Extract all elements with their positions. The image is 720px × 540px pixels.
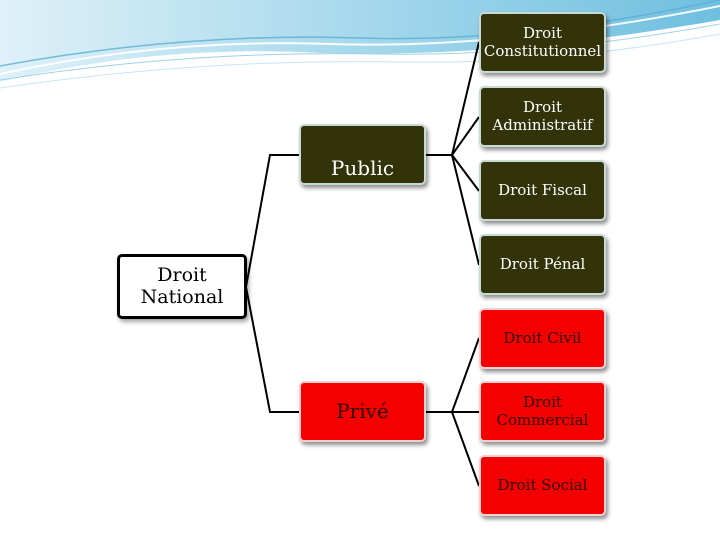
- node-prive: Privé: [299, 381, 426, 442]
- node-public-label: Public: [330, 156, 395, 180]
- node-droit-fiscal-label: Droit Fiscal: [498, 180, 587, 199]
- connector-public-constitutionnel: [425, 41, 480, 156]
- node-droit-constitutionnel: Droit Constitutionnel: [479, 12, 606, 73]
- connector-public-administratif: [425, 116, 480, 156]
- node-droit-commercial: Droit Commercial: [479, 381, 606, 442]
- connector-root-public: [245, 154, 300, 288]
- connector-prive-civil: [425, 337, 480, 413]
- connector-root-prive: [245, 286, 300, 413]
- node-droit-penal-label: Droit Pénal: [499, 254, 586, 273]
- connector-prive-social: [425, 411, 480, 487]
- node-droit-constitutionnel-label: Droit Constitutionnel: [483, 24, 602, 60]
- node-public: Public: [299, 124, 426, 185]
- node-droit-administratif: Droit Administratif: [479, 86, 606, 147]
- node-droit-civil: Droit Civil: [479, 308, 606, 369]
- connector-public-penal: [425, 154, 480, 266]
- node-droit-fiscal: Droit Fiscal: [479, 160, 606, 221]
- node-droit-social-label: Droit Social: [497, 475, 588, 494]
- connector-public-fiscal: [425, 154, 480, 192]
- node-droit-national: Droit National: [117, 254, 247, 319]
- node-droit-social: Droit Social: [479, 455, 606, 516]
- node-droit-administratif-label: Droit Administratif: [492, 98, 593, 134]
- node-prive-label: Privé: [336, 399, 389, 423]
- node-droit-commercial-label: Droit Commercial: [496, 393, 589, 429]
- node-droit-penal: Droit Pénal: [479, 234, 606, 295]
- node-droit-national-label: Droit National: [140, 263, 224, 308]
- node-droit-civil-label: Droit Civil: [503, 328, 582, 347]
